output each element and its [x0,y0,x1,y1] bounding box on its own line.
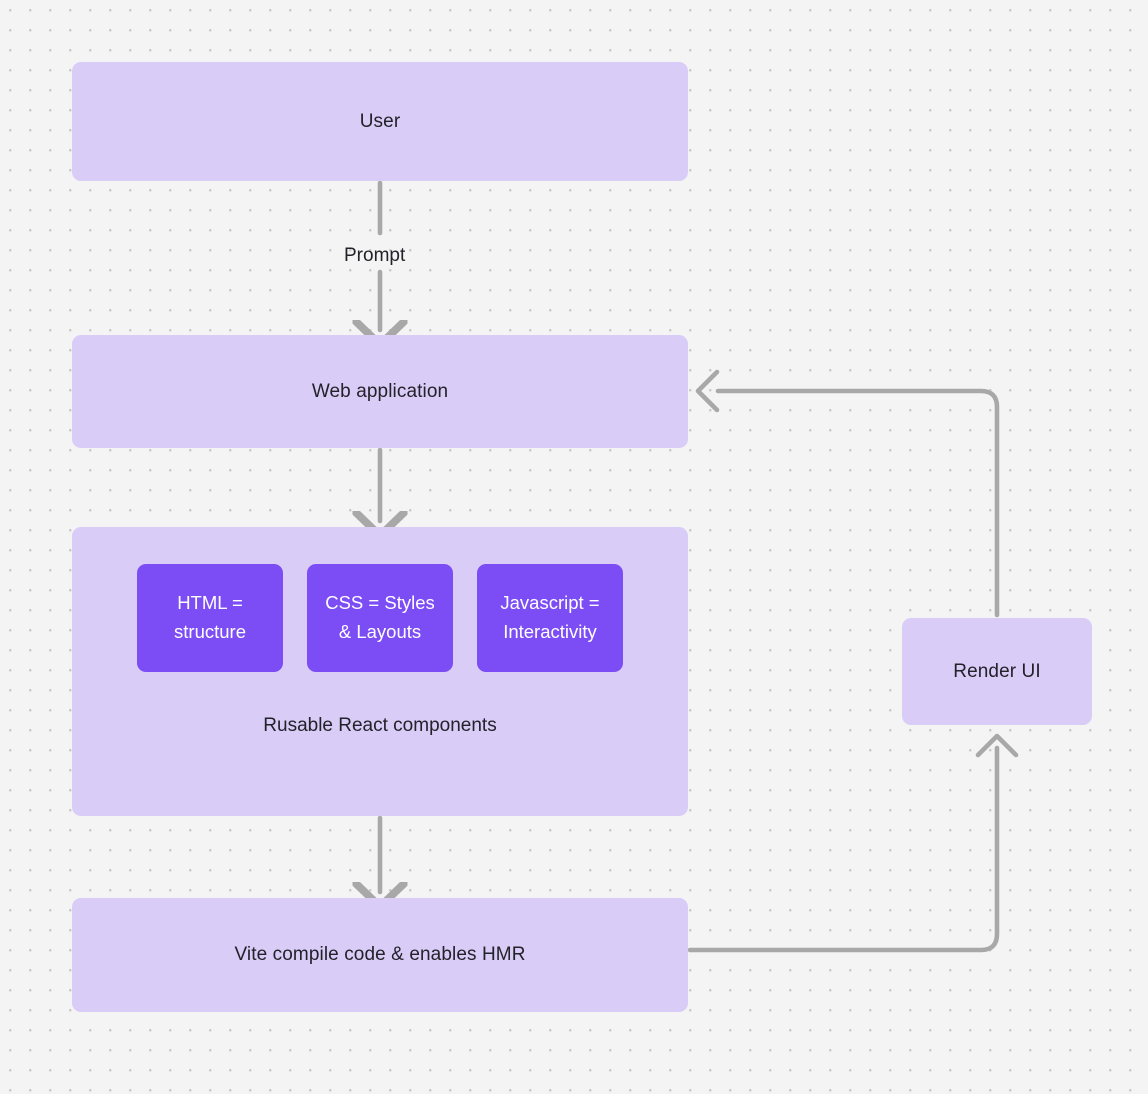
edge-vite-to-render-ui [687,733,1019,953]
node-vite-label: Vite compile code & enables HMR [234,944,526,966]
edge-label-prompt: Prompt [344,245,406,266]
subnode-html[interactable]: HTML = structure [137,564,283,672]
node-user-label: User [359,110,401,132]
node-web-application-label: Web application [311,380,449,402]
node-web-application[interactable]: Web application [72,335,688,448]
node-render-ui[interactable]: Render UI [902,618,1092,725]
subnode-javascript[interactable]: Javascript = Interactivity [477,564,623,672]
node-vite[interactable]: Vite compile code & enables HMR [72,898,688,1012]
subnode-css-label: CSS = Styles & Layouts [325,592,435,642]
node-render-ui-label: Render UI [953,660,1041,682]
subnode-css[interactable]: CSS = Styles & Layouts [307,564,453,672]
subnode-javascript-label: Javascript = Interactivity [500,592,600,642]
edge-render-ui-to-web-app [695,369,1000,618]
node-react-components-caption: Rusable React components [263,715,497,736]
node-user[interactable]: User [72,62,688,181]
subnode-html-label: HTML = structure [174,592,246,642]
node-react-components[interactable]: HTML = structure CSS = Styles & Layouts … [72,527,688,816]
